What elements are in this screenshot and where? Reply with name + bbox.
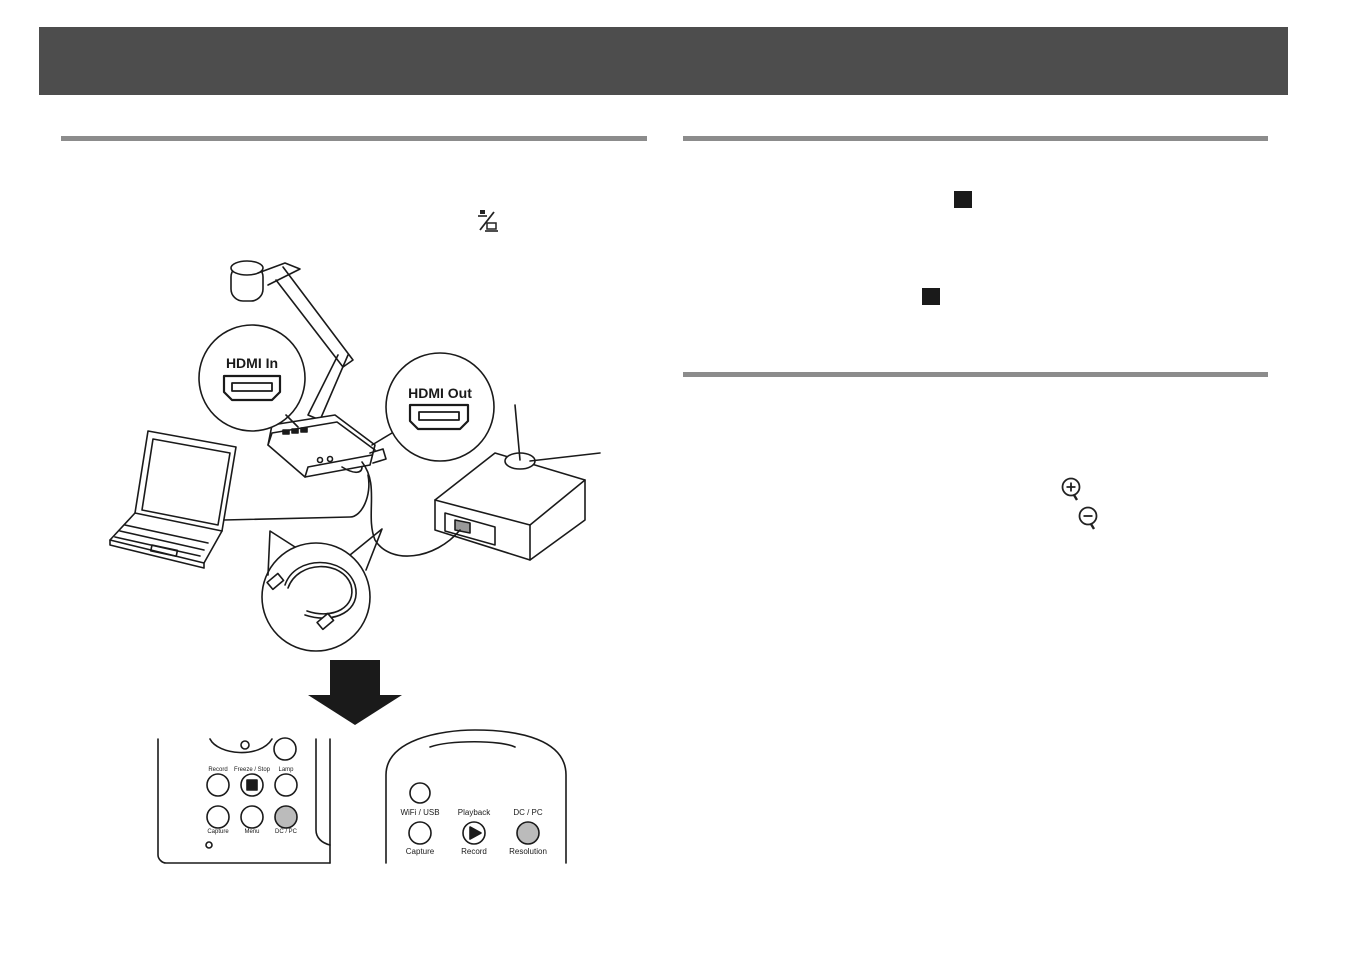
dc-pc-icon	[478, 210, 498, 232]
panel-label-lamp: Lamp	[278, 767, 294, 773]
panel-label-record: Record	[208, 767, 227, 773]
camera-control-panel	[157, 737, 331, 864]
stop-square-icon	[922, 288, 940, 305]
remote-label-playback: Playback	[458, 808, 491, 817]
panel-label-freeze-stop: Freeze / Stop	[234, 767, 271, 773]
hdmi-in-callout	[198, 324, 306, 432]
right-section-rule-top	[683, 136, 1268, 141]
remote-label-resolution: Resolution	[509, 847, 547, 856]
connection-diagram: HDMI In HDMI Out Record Freeze / Stop La…	[109, 260, 601, 864]
laptop	[109, 430, 370, 569]
left-section-rule	[61, 136, 647, 141]
hdmi-in-label: HDMI In	[226, 355, 278, 371]
hdmi-cable-callout	[261, 528, 383, 652]
panel-label-capture: Capture	[207, 829, 229, 835]
projector	[361, 404, 601, 561]
zoom-out-icon	[1078, 506, 1098, 530]
hdmi-out-label: HDMI Out	[408, 385, 472, 401]
page-header-bar	[39, 27, 1288, 95]
hdmi-out-callout	[371, 352, 495, 462]
panel-label-dc-pc: DC / PC	[275, 829, 298, 835]
zoom-in-icon	[1061, 477, 1081, 501]
remote-label-record: Record	[461, 847, 487, 856]
connection-illustration: HDMI In HDMI Out Record Freeze / Stop La…	[100, 255, 610, 865]
remote-label-dc-pc: DC / PC	[513, 808, 543, 817]
camera-base	[267, 414, 387, 478]
remote-label-capture: Capture	[406, 847, 435, 856]
right-section-rule-middle	[683, 372, 1268, 377]
camera-head	[230, 260, 301, 302]
panel-label-menu: Menu	[244, 829, 259, 835]
camera-arm	[275, 266, 354, 421]
stop-square-icon	[954, 191, 972, 208]
down-arrow-icon	[308, 660, 402, 725]
remote-label-wifi-usb: WiFi / USB	[400, 808, 439, 817]
remote-control	[385, 729, 567, 864]
